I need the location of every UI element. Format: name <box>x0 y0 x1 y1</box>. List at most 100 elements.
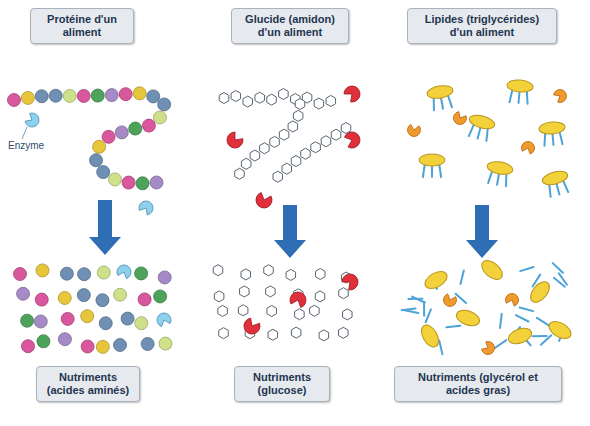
glycerol <box>454 307 481 328</box>
fatty-acid <box>559 273 567 284</box>
amino-acid-bead <box>90 154 103 167</box>
glucose-hexagon <box>240 286 250 297</box>
amino-acid-bead <box>61 312 74 325</box>
amino-acid-bead <box>97 266 110 279</box>
lipid-illustration <box>402 79 574 357</box>
glucose-hexagon <box>241 269 251 280</box>
amino-acid-bead <box>58 333 71 346</box>
glucose-hexagon <box>260 143 270 154</box>
glucose-hexagon <box>235 168 245 179</box>
fatty-acid <box>405 310 419 313</box>
glucose-hexagon <box>279 129 289 140</box>
amino-acid-bead <box>34 315 47 328</box>
glucose-hexagon <box>213 265 223 276</box>
glucose-hexagon <box>315 268 325 279</box>
fatty-acid <box>541 335 551 344</box>
glucose-hexagon <box>219 93 229 104</box>
triglyceride <box>426 84 456 111</box>
amino-acid-bead <box>158 271 171 284</box>
amino-acid-bead <box>17 287 30 300</box>
enzyme-symbol <box>340 271 361 292</box>
enzyme-symbol <box>442 293 458 308</box>
amino-acid-bead <box>8 94 21 107</box>
glycerol <box>546 318 574 342</box>
fatty-acid <box>460 270 463 284</box>
fatty-acid <box>439 341 442 355</box>
amino-acid-bead <box>119 88 132 101</box>
amino-acid-bead <box>114 338 127 351</box>
amino-acid-bead <box>14 268 27 281</box>
glucose-hexagon <box>331 129 341 140</box>
food-box: Glucide (amidon) d'un aliment <box>231 8 349 44</box>
fatty-acid <box>423 302 425 316</box>
amino-acid-bead <box>97 166 110 179</box>
enzyme-symbol <box>155 311 172 327</box>
amino-acid-bead <box>21 91 34 104</box>
glucose-hexagon <box>326 95 336 106</box>
amino-acid-bead <box>81 340 94 353</box>
glucose-hexagon <box>339 288 349 299</box>
glucose-hexagon <box>314 98 324 109</box>
glucose-hexagon <box>293 110 303 121</box>
food-box: Protéine d'un aliment <box>30 8 134 44</box>
enzyme-symbol <box>254 192 274 211</box>
glucose-hexagon <box>311 142 321 153</box>
glucose-hexagon <box>321 136 331 147</box>
glucose-hexagon <box>267 306 277 317</box>
glucose-hexagon <box>343 309 353 320</box>
food-box: Lipides (triglycérides) d'un aliment <box>407 8 557 44</box>
glucose-hexagon <box>264 265 274 276</box>
fatty-acid <box>537 318 549 325</box>
triglyceride <box>506 79 534 104</box>
glucose-hexagon <box>291 327 301 338</box>
enzyme-symbol <box>451 110 468 126</box>
glucose-hexagon <box>241 158 251 169</box>
amino-acid-bead <box>158 98 171 111</box>
enzyme-symbol <box>344 130 363 150</box>
amino-acid-bead <box>108 173 121 186</box>
enzyme-symbol <box>406 124 421 138</box>
glucose-hexagon <box>301 148 311 159</box>
fatty-acid <box>516 315 528 321</box>
amino-acid-bead <box>96 340 109 353</box>
amino-acid-bead <box>159 337 172 350</box>
glucose-hexagon <box>238 305 248 316</box>
glucose-hexagon <box>310 305 320 316</box>
fatty-acid <box>408 298 422 300</box>
amino-acid-bead <box>147 90 160 103</box>
amino-acid-bead <box>115 126 128 139</box>
amino-acid-bead <box>135 317 148 330</box>
enzyme-symbol <box>241 317 262 337</box>
enzyme-symbol <box>520 140 536 155</box>
amino-acid-bead <box>37 335 50 348</box>
amino-acid-bead <box>35 90 48 103</box>
glucose-hexagon <box>319 330 329 341</box>
transformation-arrow <box>466 205 498 258</box>
box-text: Protéine d'un aliment <box>39 13 125 39</box>
enzyme-symbol <box>137 198 155 216</box>
enzyme-symbol <box>224 130 245 151</box>
amino-acid-bead <box>58 291 71 304</box>
amino-acid-bead <box>138 293 151 306</box>
triglyceride <box>539 121 567 146</box>
amino-acid-bead <box>93 140 106 153</box>
leader-line <box>22 127 27 139</box>
glycerol <box>418 322 442 350</box>
amino-acid-bead <box>133 87 146 100</box>
amino-acid-bead <box>60 267 73 280</box>
enzyme-symbol <box>480 340 496 357</box>
triglyceride <box>465 113 496 142</box>
nutrient-box: Nutriments (acides aminés) <box>36 366 140 402</box>
glucose-hexagon <box>250 150 260 161</box>
glycerol <box>422 268 450 292</box>
fatty-acid <box>500 314 502 328</box>
amino-acid-bead <box>114 288 127 301</box>
glucose-hexagon <box>339 327 349 338</box>
amino-acid-bead <box>77 89 90 102</box>
fatty-acid <box>446 326 460 328</box>
amino-acid-bead <box>153 111 166 124</box>
amino-acid-bead <box>96 294 109 307</box>
amino-acid-bead <box>21 340 34 353</box>
